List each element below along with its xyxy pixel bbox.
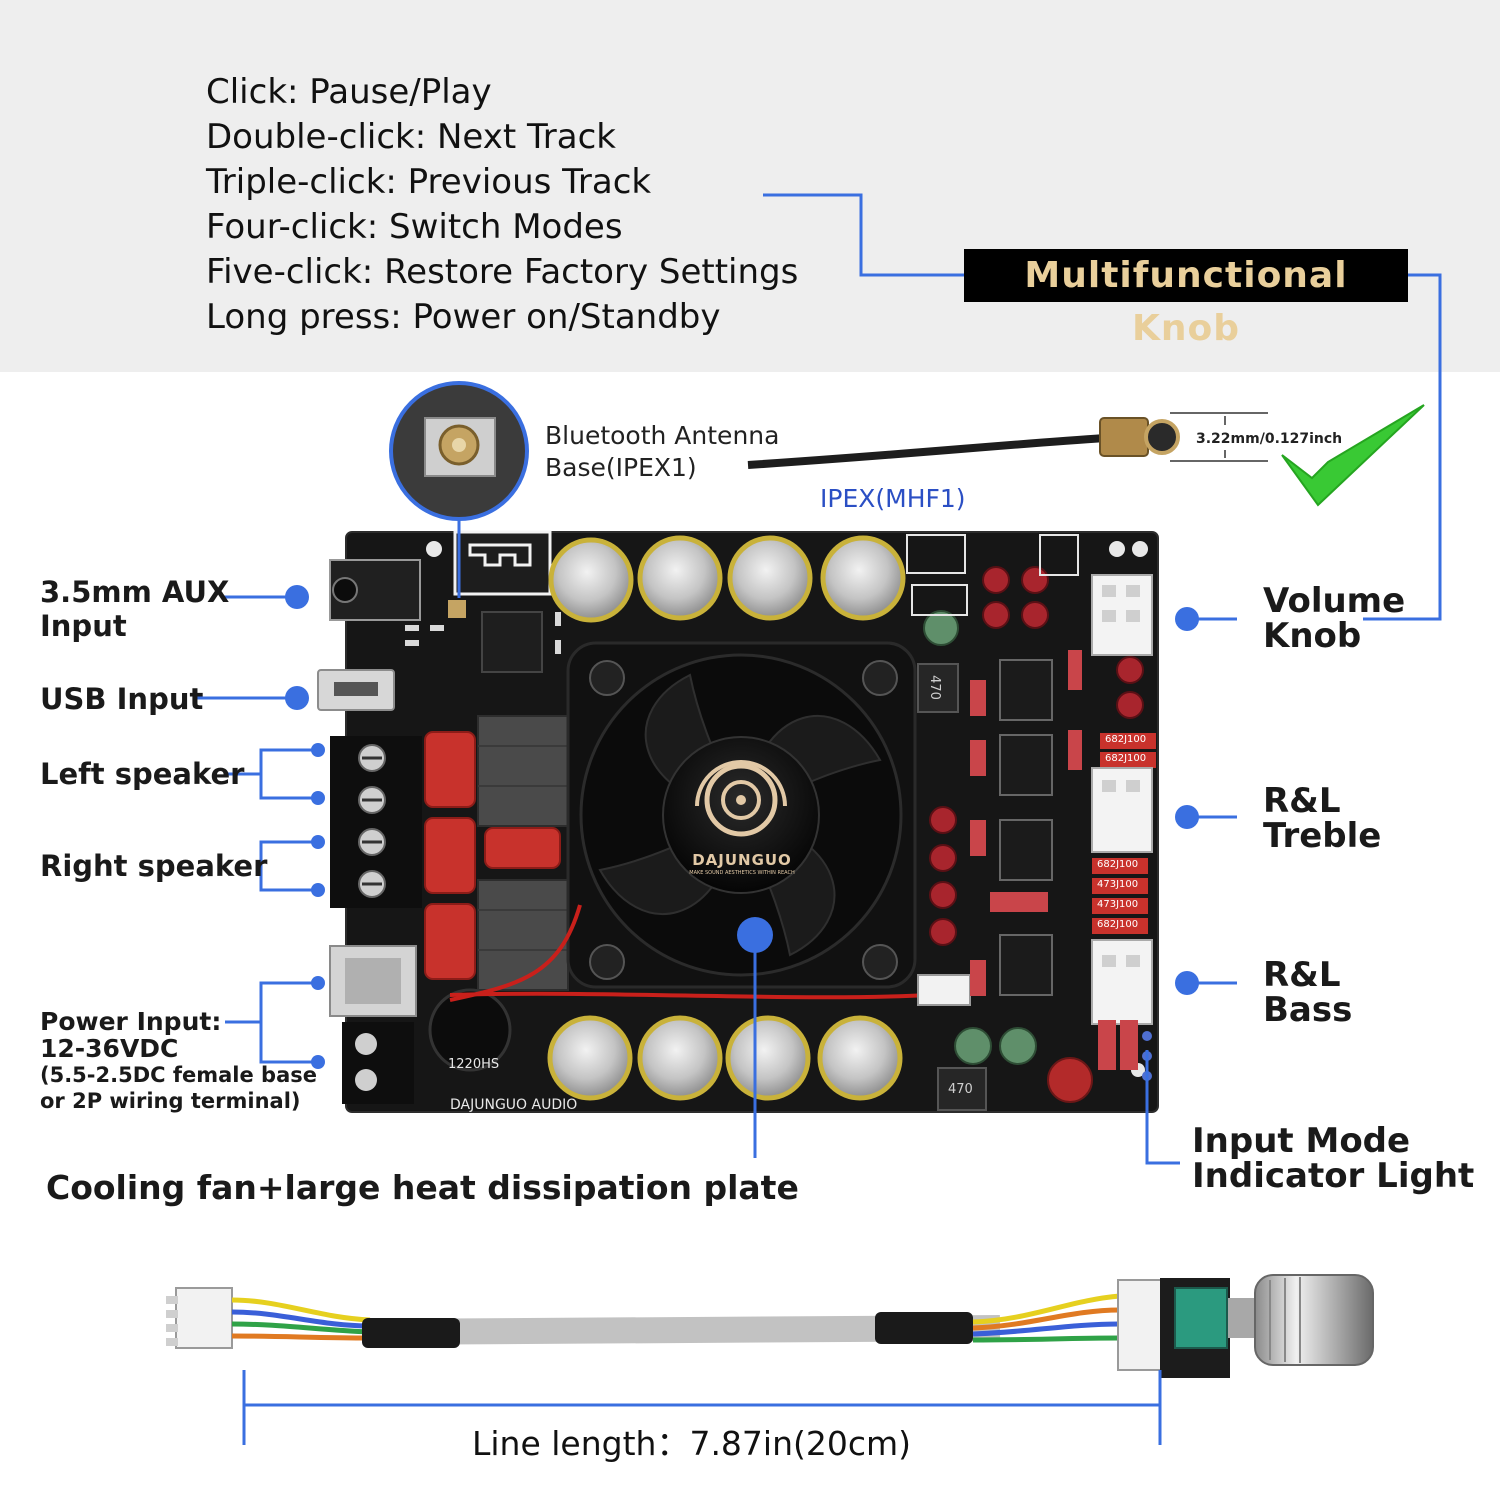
antenna-socket bbox=[448, 600, 466, 618]
bluetooth-chip bbox=[481, 611, 543, 673]
antenna-dimension-label: 3.22mm/0.127inch bbox=[1196, 431, 1343, 447]
treble-label-line1: R&L bbox=[1263, 781, 1341, 821]
aux-input-label: 3.5mm AUX Input bbox=[40, 575, 229, 643]
resistor-code: 473J100 bbox=[1097, 879, 1139, 890]
mount-hole bbox=[1132, 541, 1148, 557]
knob-function-double-click: Double-click: Next Track bbox=[206, 117, 616, 157]
line-length-label: Line length：7.87in(20cm) bbox=[472, 1424, 912, 1463]
bass-label-line2: Bass bbox=[1263, 990, 1353, 1030]
antenna-base-label-line1: Bluetooth Antenna bbox=[545, 421, 780, 450]
fan-brand-text: DAJUNGUO bbox=[692, 851, 792, 869]
knob-function-four-click: Four-click: Switch Modes bbox=[206, 207, 623, 247]
mount-hole bbox=[426, 541, 442, 557]
power-inductor bbox=[917, 663, 959, 713]
knob-pointer-lines bbox=[763, 193, 1442, 621]
input-mode-indicator-label: Input Mode Indicator Light bbox=[1192, 1124, 1474, 1194]
knob-function-list: Click: Pause/Play Double-click: Next Tra… bbox=[206, 70, 798, 340]
knob-instruction-panel bbox=[0, 0, 1500, 372]
bass-label: R&L Bass bbox=[1263, 958, 1352, 1028]
red-smd-resistors bbox=[970, 650, 1082, 996]
red-electrolytic bbox=[1047, 1057, 1093, 1103]
power-terminal bbox=[342, 1022, 414, 1104]
film-capacitors bbox=[424, 731, 561, 980]
antenna-cable bbox=[747, 434, 1106, 469]
heatshrink-right bbox=[875, 1312, 973, 1344]
ipex-connector bbox=[1099, 417, 1149, 457]
knob-function-five-click: Five-click: Restore Factory Settings bbox=[206, 252, 799, 292]
resistor-code: 682J100 bbox=[1105, 753, 1147, 764]
right-pointer-lines bbox=[1145, 617, 1237, 1165]
antenna-base-label: Bluetooth Antenna Base(IPEX1) bbox=[545, 420, 779, 484]
left-pointer-lines bbox=[196, 595, 318, 1064]
heatshrink-left bbox=[362, 1318, 460, 1348]
green-cap bbox=[923, 610, 1037, 1065]
silkscreen-model: 1220HS bbox=[448, 1057, 500, 1072]
fan-screws bbox=[589, 660, 898, 980]
resistor-code-plates bbox=[1092, 733, 1156, 934]
fan-tagline-text: MAKE SOUND AESTHETICS WITHIN REACH bbox=[689, 870, 795, 876]
cable-connector-left bbox=[175, 1287, 233, 1349]
pin-headers bbox=[906, 534, 1079, 616]
power-input-label-line1: Power Input: bbox=[40, 1007, 222, 1036]
power-input-label-line3: (5.5-2.5DC female base bbox=[40, 1063, 317, 1087]
power-input-label: Power Input: 12-36VDC (5.5-2.5DC female … bbox=[40, 1008, 317, 1114]
aux-input-label-line1: 3.5mm AUX bbox=[40, 575, 230, 609]
resistor-code: 682J100 bbox=[1105, 734, 1147, 745]
treble-label: R&L Treble bbox=[1263, 784, 1381, 854]
fan-pointer-dot bbox=[737, 917, 773, 953]
left-speaker-label: Left speaker bbox=[40, 757, 245, 791]
inductor bbox=[477, 879, 569, 991]
dimension-marker bbox=[1170, 412, 1268, 462]
small-red-caps bbox=[929, 566, 1144, 946]
power-inductor bbox=[937, 1067, 987, 1111]
fan-hub bbox=[662, 736, 820, 894]
mount-hole bbox=[1109, 541, 1125, 557]
opamp-chips bbox=[999, 659, 1053, 996]
knob-function-click: Click: Pause/Play bbox=[206, 72, 492, 112]
resistor-code: 682J100 bbox=[1097, 859, 1139, 870]
bluetooth-module bbox=[453, 530, 552, 596]
cable-wires-left bbox=[231, 1297, 371, 1341]
fan-connector bbox=[917, 974, 971, 1006]
ipex-cable-label: IPEX(MHF1) bbox=[820, 484, 966, 513]
resistor-code: 473J100 bbox=[1097, 899, 1139, 910]
silkscreen-brand: DAJUNGUO AUDIO bbox=[450, 1097, 578, 1113]
bottom-capacitors bbox=[547, 1015, 903, 1101]
cooling-fan-label: Cooling fan+large heat dissipation plate bbox=[46, 1168, 799, 1207]
antenna-base-label-line2: Base(IPEX1) bbox=[545, 453, 697, 482]
right-speaker-label: Right speaker bbox=[40, 849, 268, 883]
knob-shaft bbox=[1228, 1298, 1258, 1338]
treble-label-line2: Treble bbox=[1263, 816, 1382, 856]
indicator-leds bbox=[1142, 1031, 1152, 1081]
checkmark-icon bbox=[1281, 404, 1425, 507]
usb-input-label: USB Input bbox=[40, 682, 204, 716]
aux-input-label-line2: Input bbox=[40, 609, 127, 643]
volume-knob-cap bbox=[1254, 1274, 1374, 1366]
line-length-dimension bbox=[242, 1370, 1162, 1445]
power-input-label-line4: or 2P wiring terminal) bbox=[40, 1089, 301, 1113]
inductor-code-bottom: 470 bbox=[948, 1082, 973, 1097]
cable-wires-right bbox=[972, 1293, 1121, 1343]
multifunctional-knob-title: Multifunctional Knob bbox=[964, 249, 1408, 349]
volume-knob-label-line1: Volume bbox=[1263, 581, 1406, 621]
power-input-label-line2: 12-36VDC bbox=[40, 1034, 179, 1063]
bass-label-line1: R&L bbox=[1263, 955, 1341, 995]
right-pointer-dots bbox=[1175, 607, 1199, 995]
top-capacitors bbox=[548, 535, 906, 623]
resistor-code: 682J100 bbox=[1097, 919, 1139, 930]
potentiometer bbox=[1174, 1287, 1228, 1349]
knob-function-triple-click: Triple-click: Previous Track bbox=[206, 162, 652, 202]
left-pointer-dots bbox=[285, 585, 325, 1069]
inductor bbox=[477, 715, 569, 827]
inductor-code-top: 470 bbox=[926, 675, 942, 700]
board-connectors bbox=[1091, 574, 1153, 1025]
input-mode-indicator-label-line2: Indicator Light bbox=[1192, 1156, 1475, 1196]
volume-knob-label-line2: Knob bbox=[1263, 616, 1362, 656]
volume-knob-label: Volume Knob bbox=[1263, 584, 1405, 654]
input-mode-indicator-label-line1: Input Mode bbox=[1192, 1121, 1411, 1161]
buzzer bbox=[428, 988, 512, 1072]
knob-function-long-press: Long press: Power on/Standby bbox=[206, 297, 721, 337]
